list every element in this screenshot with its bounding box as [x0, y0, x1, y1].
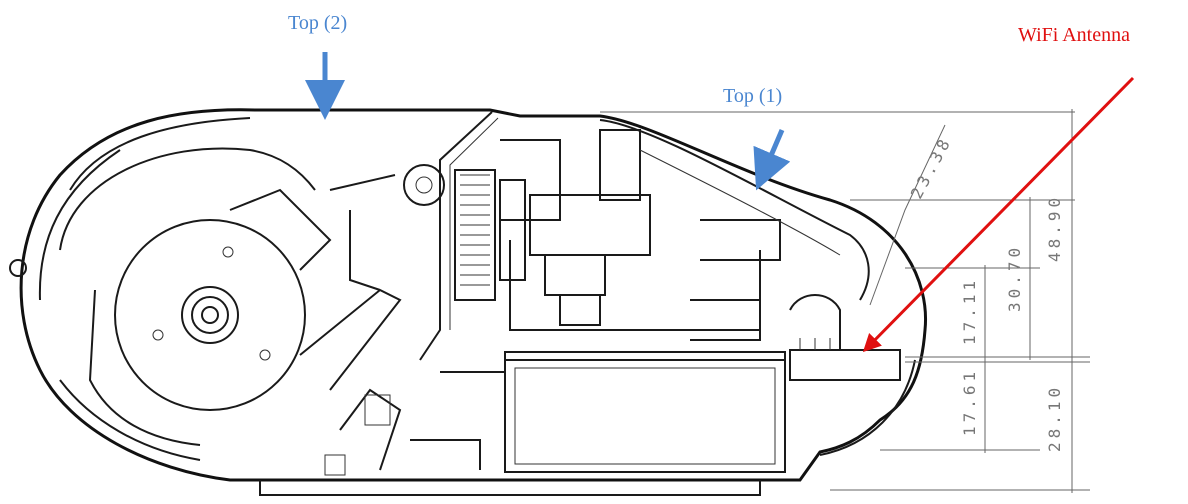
dimension-diag: 23.38	[907, 133, 956, 202]
wifi-antenna-arrow	[862, 76, 1135, 353]
dimension-d2: 30.70	[1005, 244, 1024, 312]
dimension-d4: 17.61	[960, 368, 979, 436]
dimension-d5: 28.10	[1045, 384, 1064, 452]
spool-assembly	[59, 147, 402, 461]
top1-arrow	[753, 129, 791, 191]
mechanism-blocks	[509, 129, 841, 350]
top-flap	[599, 119, 870, 301]
dimension-d3: 17.11	[960, 277, 979, 345]
internal-divider	[419, 111, 499, 361]
wifi-antenna-label: WiFi Antenna	[1018, 24, 1130, 46]
housing-outline	[9, 108, 928, 496]
connector-clips	[324, 388, 481, 476]
battery-compartment	[440, 338, 901, 473]
dimension-d1: 48.90	[1045, 194, 1064, 262]
top1-label: Top (1)	[723, 85, 783, 107]
top2-label: Top (2)	[288, 12, 348, 34]
dimension-lines	[600, 109, 1090, 493]
pinch-roller	[329, 164, 445, 291]
